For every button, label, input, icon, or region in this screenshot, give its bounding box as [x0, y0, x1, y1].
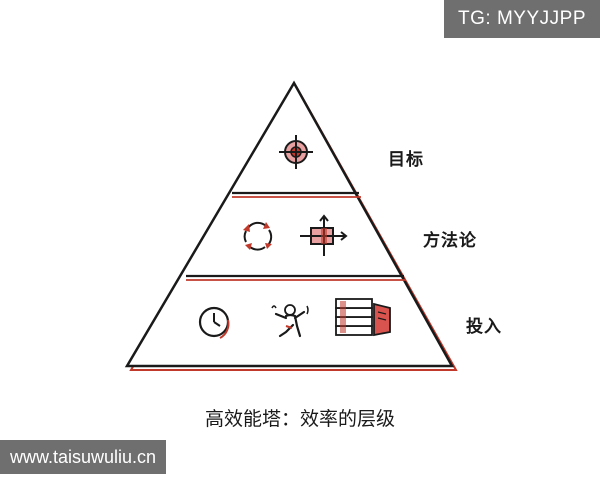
tier-divider-2 — [186, 274, 406, 281]
book-stack-icon — [335, 298, 391, 337]
watermark-top: TG: MYYJJPP — [444, 0, 600, 38]
pyramid-outline — [124, 80, 455, 368]
tier-label-method: 方法论 — [423, 231, 477, 251]
box-with-arrows-icon — [300, 214, 348, 256]
crosshair-target-icon — [279, 135, 313, 169]
watermark-bottom: www.taisuwuliu.cn — [0, 440, 167, 474]
running-person-icon — [271, 304, 309, 338]
tier-label-goal: 目标 — [388, 150, 424, 170]
clock-icon — [198, 306, 230, 339]
tier-label-input: 投入 — [466, 317, 502, 337]
cycle-arrows-icon — [243, 221, 273, 251]
tier-divider-1 — [232, 191, 361, 198]
diagram-caption: 高效能塔：效率的层级 — [204, 408, 395, 430]
